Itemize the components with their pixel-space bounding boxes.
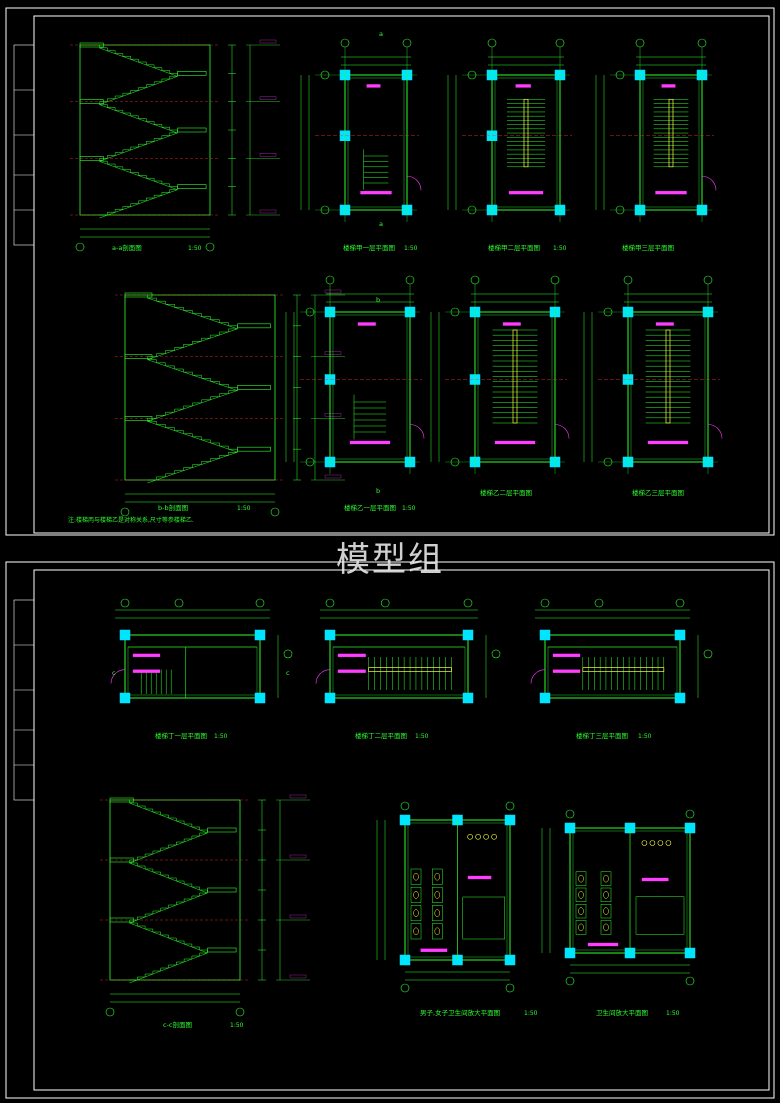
sheet2-title-strip	[13, 599, 35, 801]
drawing-stair-jia-f3	[595, 38, 717, 222]
drawing-stair-ding-f3	[530, 598, 713, 704]
scale-stair-jia-f1: 1:50	[404, 245, 418, 252]
title-a-a-section: a-a剖面图	[112, 243, 142, 252]
title-c-c-section: c-c剖面图	[163, 1020, 192, 1029]
section-mark-c-left: c	[112, 669, 116, 677]
scale-stair-yi-f1: 1:50	[402, 505, 416, 512]
section-mark-b-bottom: b	[376, 487, 380, 495]
title-restroom-mf: 男子,女子卫生间放大平面图	[420, 1008, 500, 1017]
titles-sheet1: a-a剖面图 1:50 楼梯甲一层平面图 1:50 楼梯甲二层平面图 1:50 …	[68, 30, 684, 524]
title-restroom: 卫生间放大平面图	[596, 1008, 648, 1017]
title-stair-yi-f1: 楼梯乙一层平面图	[344, 503, 396, 512]
drawing-b-b-section	[115, 289, 345, 517]
title-stair-jia-f2: 楼梯甲二层平面图	[488, 243, 540, 252]
scale-stair-jia-f2: 1:50	[553, 245, 567, 252]
scale-restroom: 1:50	[666, 1010, 680, 1017]
title-stair-jia-f3: 楼梯甲三层平面图	[622, 243, 674, 252]
scale-stair-ding-f3: 1:50	[638, 733, 652, 740]
drawing-stair-jia-f1	[300, 38, 422, 222]
scale-b-b-section: 1:50	[237, 505, 251, 512]
drawing-a-a-section	[70, 39, 280, 252]
drawing-stair-jia-f2	[447, 38, 572, 222]
title-stair-jia-f1: 楼梯甲一层平面图	[343, 243, 395, 252]
sheet1-title-strip	[13, 44, 35, 246]
drawing-stair-yi-f2	[430, 275, 570, 474]
sheet2-inner-frame	[33, 569, 770, 1091]
title-stair-ding-f3: 楼梯丁三层平面图	[576, 731, 628, 740]
scale-stair-ding-f2: 1:50	[415, 733, 429, 740]
drawing-c-c-section	[100, 794, 310, 1017]
drawing-stair-ding-f1	[110, 598, 293, 704]
title-stair-ding-f2: 楼梯丁二层平面图	[355, 731, 407, 740]
drawing-stair-yi-f3	[583, 275, 723, 474]
section-mark-b-top: b	[376, 296, 380, 304]
drawing-stair-ding-f2	[315, 598, 501, 704]
note-stair-symmetry: 注:楼梯丙与楼梯乙是对称关系,尺寸等参楼梯乙.	[68, 516, 194, 524]
title-b-b-section: b-b剖面图	[158, 503, 188, 512]
section-mark-c-right: c	[286, 669, 290, 677]
title-stair-yi-f2: 楼梯乙二层平面图	[480, 488, 532, 497]
titles-sheet2: 楼梯丁一层平面图 1:50 楼梯丁二层平面图 1:50 楼梯丁三层平面图 1:5…	[112, 669, 680, 1029]
drawing-restroom-mf	[376, 801, 516, 993]
scale-c-c-section: 1:50	[230, 1022, 244, 1029]
section-mark-a-top: a	[379, 30, 383, 38]
scale-a-a-section: 1:50	[188, 245, 202, 252]
sheet1-outer-frame	[5, 7, 775, 536]
scale-stair-ding-f1: 1:50	[214, 733, 228, 740]
title-stair-ding-f1: 楼梯丁一层平面图	[155, 731, 207, 740]
section-mark-a-bottom: a	[379, 220, 383, 228]
sheet1-inner-frame	[33, 15, 770, 534]
scale-restroom-mf: 1:50	[524, 1010, 538, 1017]
cad-drawings	[70, 38, 723, 1017]
drawing-stair-yi-f1	[285, 275, 425, 474]
watermark: 模型组	[336, 540, 444, 580]
title-stair-yi-f3: 楼梯乙三层平面图	[632, 488, 684, 497]
sheet2-outer-frame	[5, 561, 775, 1099]
drawing-restroom	[541, 809, 696, 986]
